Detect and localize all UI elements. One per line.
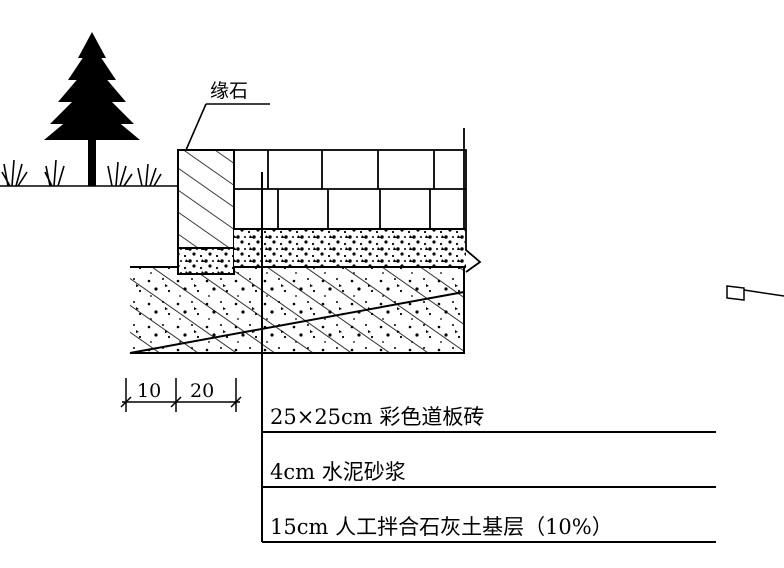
dimension-offset: 20 — [190, 380, 214, 402]
layer-callout-leaders — [261, 172, 716, 543]
tree-icon — [44, 32, 140, 186]
layer-label-base: 15cm 人工拌合石灰土基层（10%） — [270, 515, 613, 539]
curb-stone — [177, 149, 235, 249]
layer-label-paving-brick: 25×25cm 彩色道板砖 — [270, 405, 484, 429]
curb-mortar — [177, 247, 235, 275]
grass-icon — [1, 159, 162, 187]
mortar-layer — [234, 228, 482, 273]
curb-label: 缘石 — [210, 80, 248, 102]
base-layer — [129, 266, 465, 354]
curb-label-leader — [185, 103, 270, 151]
edge-fragment — [726, 285, 784, 301]
dimension-lines — [120, 378, 242, 412]
paving-bricks — [233, 128, 467, 230]
layer-label-mortar: 4cm 水泥砂浆 — [270, 460, 406, 484]
dimension-curb-width: 10 — [137, 380, 161, 402]
